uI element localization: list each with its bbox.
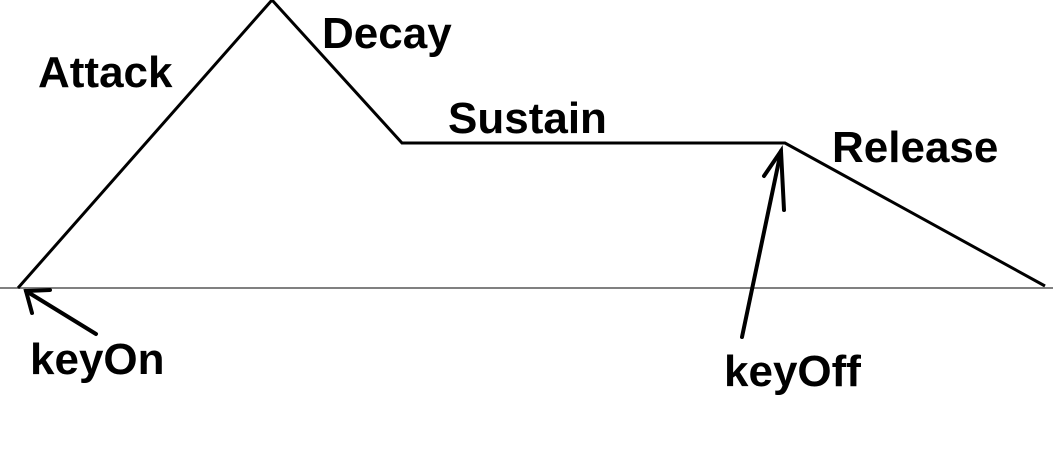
envelope-curve	[16, 0, 1046, 289]
attack-label: Attack	[38, 48, 173, 97]
key-on-arrow	[23, 288, 98, 336]
release-label: Release	[832, 123, 998, 172]
key-off-arrow	[740, 144, 786, 339]
sustain-label: Sustain	[448, 94, 607, 143]
key-on-label: keyOn	[30, 335, 165, 384]
decay-label: Decay	[322, 9, 452, 58]
key-off-label: keyOff	[724, 347, 861, 396]
